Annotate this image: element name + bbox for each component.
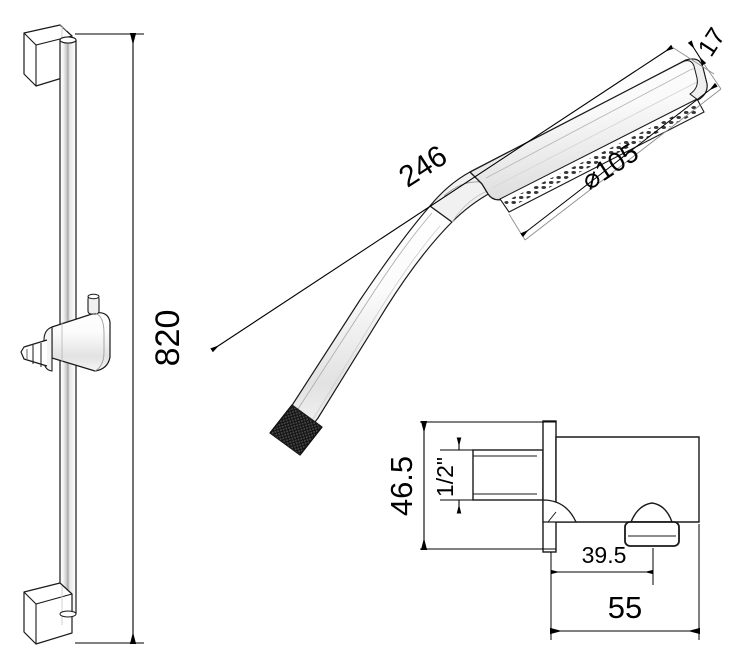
dimension-label-820: 820 [149, 310, 187, 367]
dimension-label-46-5: 46.5 [384, 456, 419, 516]
handset-view: 246 17 ⌀105 [210, 23, 731, 456]
dimension-label-55: 55 [608, 590, 642, 625]
dimension-outlet-height: 46.5 [384, 421, 556, 550]
wall-outlet-view: 46.5 1/2" 39.5 55 [384, 420, 700, 640]
bottom-wall-bracket [23, 582, 77, 645]
dimension-projection-outer: 55 [550, 524, 700, 640]
handset-cradle [20, 339, 48, 367]
slider-holder[interactable] [20, 293, 111, 372]
hose-connector [624, 502, 680, 547]
outlet-body [542, 436, 700, 523]
rail-view: 820 [20, 24, 187, 645]
threaded-inlet [472, 449, 544, 501]
dimension-label-39-5: 39.5 [582, 542, 627, 568]
slider-adjust-knob[interactable] [87, 293, 100, 315]
dimension-label-half-inch: 1/2" [432, 457, 458, 497]
dimension-inlet-thread: 1/2" [432, 437, 473, 514]
wall-flange [542, 420, 557, 553]
knurled-grip [269, 404, 323, 456]
dimension-rail-height: 820 [75, 33, 187, 644]
